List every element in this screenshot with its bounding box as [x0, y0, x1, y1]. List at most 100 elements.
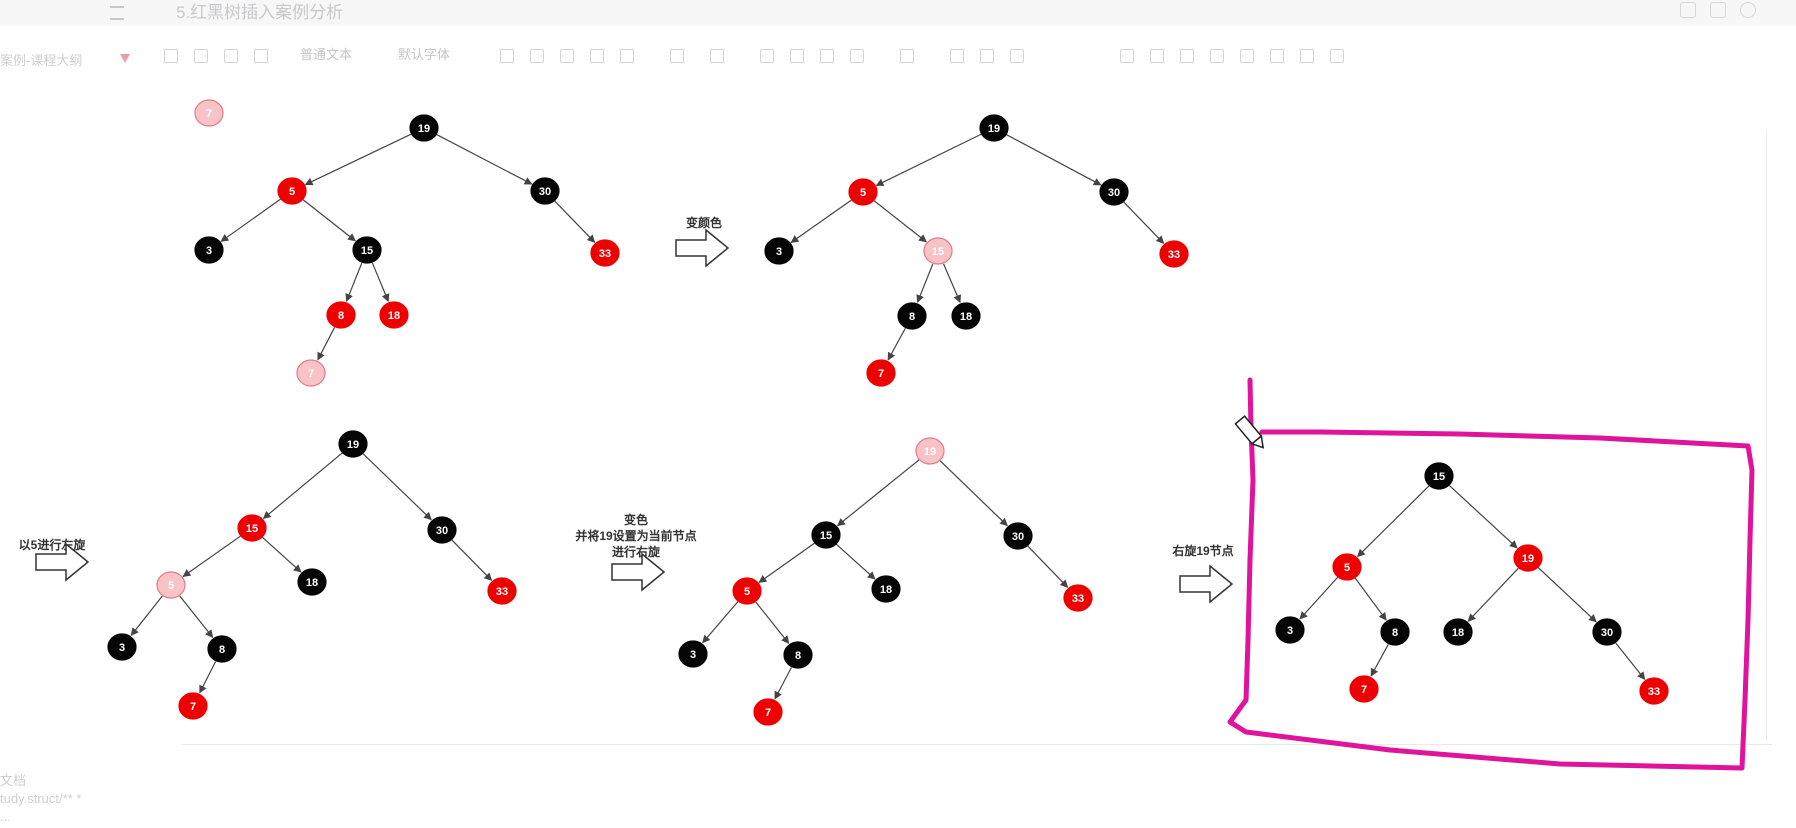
tree-node-e5: 5 [1332, 553, 1362, 581]
node-circle [979, 114, 1009, 142]
bold-icon[interactable] [530, 49, 544, 63]
right-arrow-icon [675, 228, 730, 268]
copy-icon[interactable] [1680, 2, 1696, 18]
ordered-list-icon[interactable] [790, 49, 804, 63]
node-label: 8 [338, 310, 344, 322]
tree-node-e7: 7 [1349, 675, 1379, 703]
sidebar-doc-code: tudy.struct/** * [0, 791, 82, 806]
tree-node-a5: 5 [277, 177, 307, 205]
sidebar-doc-list[interactable]: 文档 tudy.struct/** * ... [0, 772, 81, 826]
clear-format-icon[interactable] [224, 49, 238, 63]
node-circle [1443, 618, 1473, 646]
node-label: 15 [932, 246, 944, 258]
share-icon[interactable] [1710, 2, 1726, 18]
node-label: 19 [1522, 553, 1534, 565]
tree-node-e3: 3 [1275, 616, 1305, 644]
node-label: 5 [1344, 562, 1350, 574]
page-bottom-border [182, 744, 1772, 745]
tree-node-loose7: 7 [194, 99, 224, 127]
highlight-icon[interactable] [710, 49, 724, 63]
font-size-icon[interactable] [500, 49, 514, 63]
list-icon[interactable] [760, 49, 774, 63]
code-block-icon[interactable] [850, 49, 864, 63]
node-label: 19 [988, 123, 1000, 135]
attachment-icon[interactable] [1270, 49, 1284, 63]
node-label: 15 [246, 523, 258, 535]
node-label: 5 [168, 580, 174, 592]
node-circle [1592, 618, 1622, 646]
editor-top-bar: 5.红黑树插入案例分析 [0, 0, 1796, 26]
step-rotate-right-19: 右旋19节点 [1171, 543, 1234, 604]
node-label: 18 [960, 311, 972, 323]
font-color-icon[interactable] [670, 49, 684, 63]
format-toolbar: 普通文本 默认字体 [160, 44, 1360, 70]
step-recolor: 变颜色 [675, 215, 730, 268]
step-label-line-1: 变色 [624, 512, 648, 527]
right-arrow-icon [1179, 564, 1234, 604]
underline-icon[interactable] [590, 49, 604, 63]
node-circle [379, 301, 409, 329]
italic-icon[interactable] [560, 49, 574, 63]
node-circle [915, 437, 945, 465]
step-rotate-left-5: 以5进行左旋 [19, 537, 90, 582]
node-label: 8 [795, 650, 801, 662]
tree-edge-c15-c5 [182, 535, 241, 577]
table-icon[interactable] [1120, 49, 1134, 63]
tree-edge-d19-d30 [939, 460, 1008, 527]
tree-edge-d15-d18 [836, 543, 876, 580]
link-icon[interactable] [1180, 49, 1194, 63]
more-icon[interactable] [1330, 49, 1344, 63]
node-circle [178, 692, 208, 720]
node-circle [590, 239, 620, 267]
line-height-icon[interactable] [1010, 49, 1024, 63]
node-circle [951, 302, 981, 330]
bookmark-icon[interactable] [120, 54, 130, 63]
tree-edge-a8-a7 [317, 327, 336, 361]
search-icon[interactable] [1240, 49, 1254, 63]
indent-icon[interactable] [950, 49, 964, 63]
node-label: 5 [744, 586, 750, 598]
tree-edge-b8-b7 [887, 328, 906, 361]
settings-icon[interactable] [1740, 2, 1756, 18]
menu-icon[interactable] [110, 6, 124, 20]
undo-icon[interactable] [164, 49, 178, 63]
layout-icon[interactable] [1300, 49, 1314, 63]
node-label: 5 [289, 186, 295, 198]
tree-edge-a15-a8 [345, 262, 363, 303]
quote-icon[interactable] [820, 49, 834, 63]
node-circle [427, 516, 457, 544]
node-label: 8 [909, 311, 915, 323]
outdent-icon[interactable] [980, 49, 994, 63]
align-icon[interactable] [900, 49, 914, 63]
outline-label-text: 案例-课程大纲 [0, 53, 83, 68]
sidebar-doc-more: ... [0, 809, 11, 824]
tree-edge-e30-e33 [1615, 642, 1646, 681]
image-icon[interactable] [1210, 49, 1224, 63]
tree-node-e19: 19 [1513, 544, 1543, 572]
strikethrough-icon[interactable] [620, 49, 634, 63]
font-select[interactable]: 默认字体 [398, 47, 451, 62]
node-circle [1063, 584, 1093, 612]
node-label: 30 [1108, 187, 1120, 199]
tree-node-b8: 8 [897, 302, 927, 330]
tree-node-c8: 8 [207, 635, 237, 663]
tree-edge-d5-d8 [755, 601, 790, 645]
tree-edge-e15-e19 [1448, 485, 1518, 549]
tree-edge-a5-a3 [220, 198, 281, 242]
node-label: 15 [1433, 471, 1445, 483]
node-label: 7 [1361, 684, 1367, 696]
node-circle [409, 114, 439, 142]
node-label: 33 [1072, 593, 1084, 605]
text-style-select[interactable]: 普通文本 [300, 47, 353, 62]
node-circle [194, 99, 224, 127]
divider-icon[interactable] [1150, 49, 1164, 63]
node-circle [1513, 544, 1543, 572]
outline-label[interactable]: 案例-课程大纲 [0, 50, 82, 69]
node-circle [1003, 522, 1033, 550]
format-painter-icon[interactable] [254, 49, 268, 63]
node-circle [1332, 553, 1362, 581]
node-circle [277, 177, 307, 205]
redo-icon[interactable] [194, 49, 208, 63]
tree-node-d18: 18 [871, 575, 901, 603]
step-recolor-set-current: 变色 并将19设置为当前节点 进行右旋 [575, 512, 697, 592]
